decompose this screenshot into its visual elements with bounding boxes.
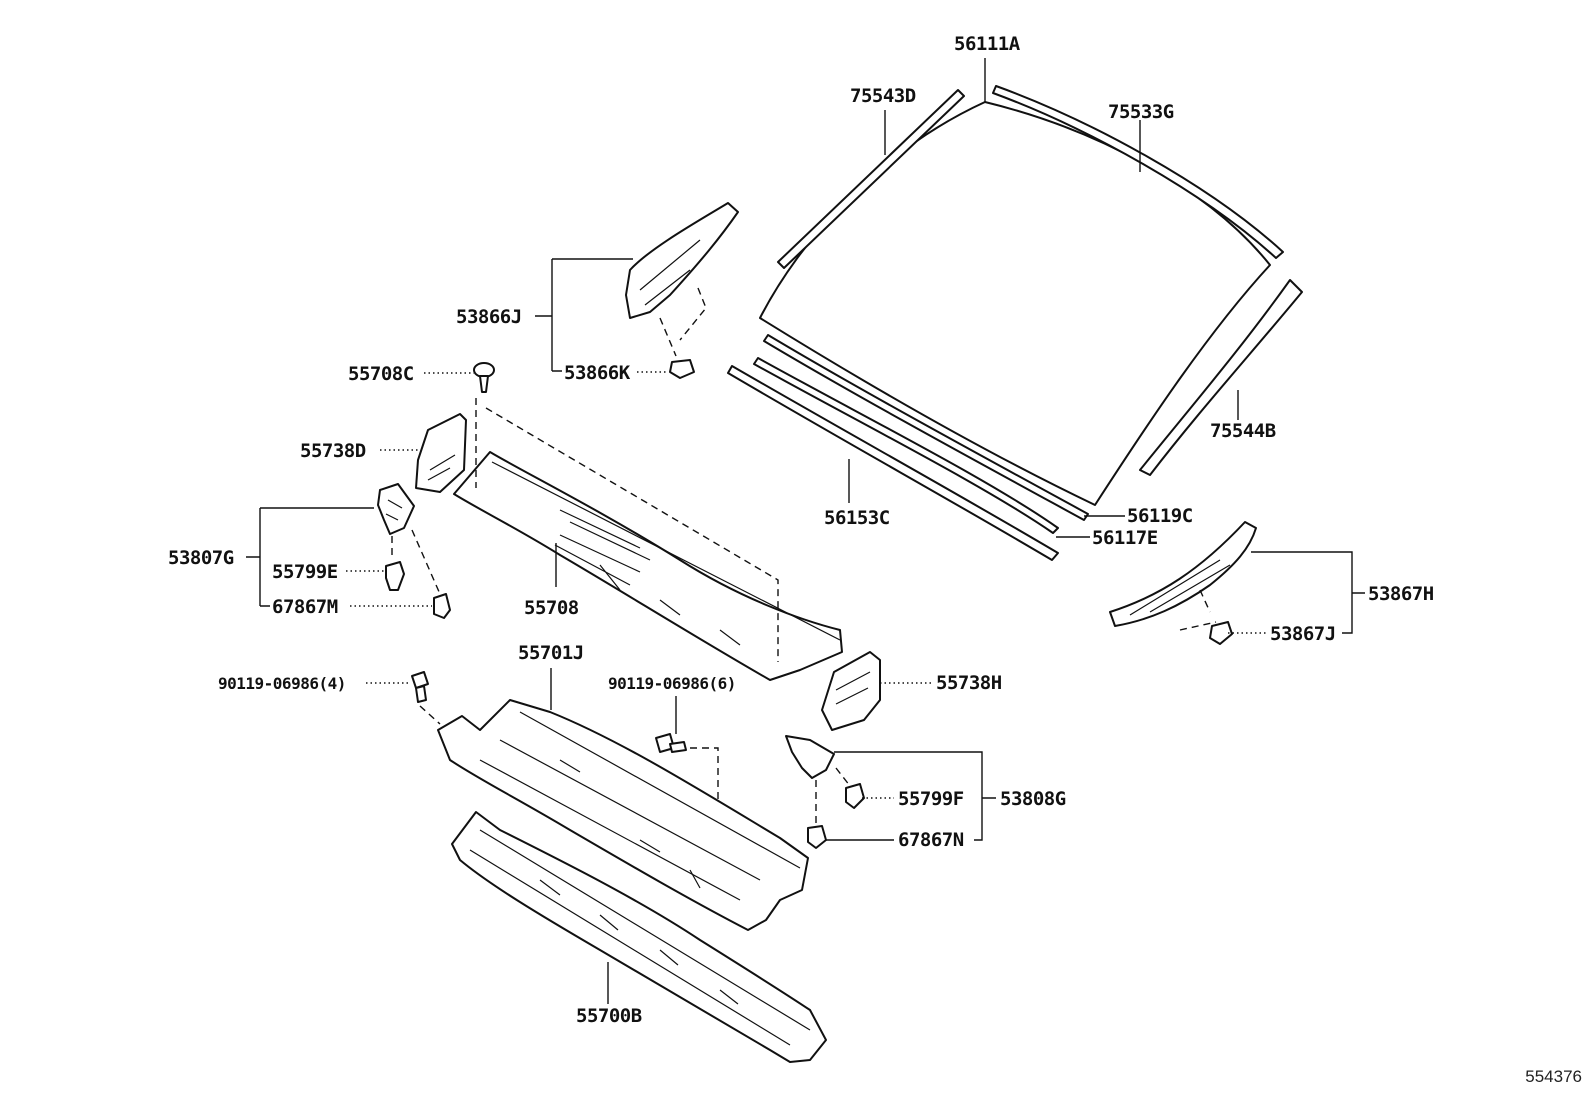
clip-67867m[interactable] [433,593,451,619]
cowl-panel-55700b[interactable] [451,811,827,1063]
label-55738h: 55738H [936,672,1002,694]
label-55799e: 55799E [272,561,338,583]
dam-lower-56119c[interactable] [763,334,1089,521]
label-53867j: 53867J [1270,623,1336,645]
cowl-louver-55708[interactable] [453,451,843,681]
hinge-53808g[interactable] [785,735,835,779]
cowl-panel-55701j[interactable] [437,699,809,931]
bolt-90119-06986-4[interactable] [411,671,429,703]
label-55799f: 55799F [898,788,964,810]
weatherstrip-56117e[interactable] [753,357,1059,534]
clip-67867n[interactable] [807,825,827,849]
clip-53866k[interactable] [669,359,695,379]
bracket-55738h[interactable] [821,651,881,731]
molding-right-side[interactable] [1139,279,1303,476]
label-56153c: 56153C [824,507,890,529]
label-55738d: 55738D [300,440,366,462]
windshield-glass[interactable] [759,101,1271,506]
label-55708: 55708 [524,597,579,619]
label-55701j: 55701J [518,642,584,664]
label-56119c: 56119C [1127,505,1193,527]
label-75544b: 75544B [1210,420,1276,442]
seal-lower-56153c[interactable] [727,365,1059,561]
cowl-side-right[interactable] [1109,521,1257,627]
label-67867n: 67867N [898,829,964,851]
label-56111a: 56111A [954,33,1021,55]
clip-53867j[interactable] [1209,621,1233,645]
label-55708c: 55708C [348,363,414,385]
label-90119-06986-6: 90119-06986(6) [608,674,736,693]
label-53867h: 53867H [1368,583,1434,605]
label-75533g: 75533G [1108,101,1174,123]
label-67867m: 67867M [272,596,338,618]
cowl-side-left-upper[interactable] [625,202,739,319]
clip-55799e[interactable] [385,561,405,591]
label-56117e: 56117E [1092,527,1158,549]
molding-upper-right[interactable] [992,85,1284,259]
label-53808g: 53808G [1000,788,1066,810]
label-75543d: 75543D [850,85,916,107]
clip-55708c[interactable] [473,362,495,393]
label-55700b: 55700B [576,1005,642,1027]
bolt-90119-06986-6[interactable] [655,733,687,753]
reference-number: 554376 [1525,1067,1582,1086]
bracket-55738d[interactable] [415,413,467,493]
hinge-53807g[interactable] [377,483,415,535]
label-53866k: 53866K [564,362,631,384]
clip-55799f[interactable] [845,783,865,809]
label-90119-06986-4: 90119-06986(4) [218,674,346,693]
molding-upper-left[interactable] [777,89,965,269]
label-53807g: 53807G [168,547,234,569]
label-53866j: 53866J [456,306,522,328]
